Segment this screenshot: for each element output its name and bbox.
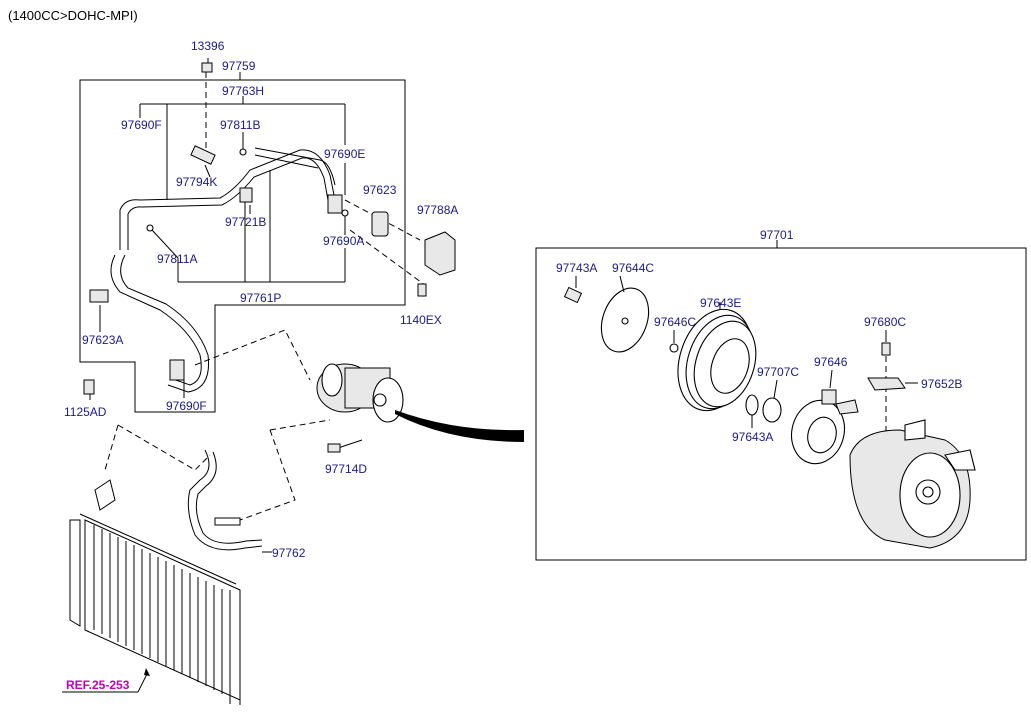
part-97646c-snapring <box>669 343 679 353</box>
label-97643e: 97643E <box>700 296 741 310</box>
compressor-body-detail <box>849 419 976 549</box>
part-97743a-bolt <box>563 286 583 304</box>
reference-link-25-253[interactable]: REF.25-253 <box>66 678 130 692</box>
part-97690f-lower-fitting <box>169 359 185 381</box>
pointer-wedge <box>395 410 524 442</box>
label-97623a: 97623A <box>82 333 123 347</box>
part-97690a-oring <box>341 209 349 217</box>
label-97690f-top: 97690F <box>121 118 162 132</box>
label-97762: 97762 <box>272 546 306 560</box>
hose-group-frame <box>79 79 406 413</box>
label-97763h: 97763H <box>222 84 264 98</box>
label-97759: 97759 <box>222 59 256 73</box>
hose-97761p <box>110 254 202 386</box>
part-97811a-oring <box>146 224 154 232</box>
part-97714d-bolt <box>327 443 341 453</box>
label-97811a: 97811A <box>157 252 197 266</box>
label-13396: 13396 <box>191 39 225 53</box>
hose-97690f-upper <box>119 149 336 250</box>
engine-spec-title: (1400CC>DOHC-MPI) <box>8 8 138 23</box>
part-97623-switch <box>371 211 389 237</box>
label-97743a: 97743A <box>556 261 597 275</box>
label-97690f-bottom: 97690F <box>166 399 207 413</box>
label-1140ex: 1140EX <box>400 313 442 327</box>
label-97721b: 97721B <box>225 215 266 229</box>
condenser <box>69 479 241 705</box>
label-97646c: 97646C <box>654 315 696 329</box>
label-97701: 97701 <box>760 228 794 242</box>
compressor-installed <box>316 363 404 423</box>
part-97623a-bracket <box>89 289 109 303</box>
label-97623: 97623 <box>363 183 397 197</box>
label-97714d: 97714D <box>325 462 367 476</box>
label-1125ad: 1125AD <box>64 405 107 419</box>
part-97646-field-coil <box>791 389 859 465</box>
part-97788a-box <box>424 231 456 276</box>
part-97794k-clip <box>190 145 216 165</box>
hose-97762 <box>187 449 263 551</box>
label-97646: 97646 <box>814 355 848 369</box>
part-97652b-bracket <box>867 377 906 391</box>
part-97811b-oring <box>239 148 247 156</box>
label-97652b: 97652B <box>921 377 962 391</box>
label-97811b: 97811B <box>220 118 260 132</box>
part-97690e-fitting <box>327 194 343 214</box>
label-97761p: 97761P <box>240 291 281 305</box>
label-97707c: 97707C <box>757 365 799 379</box>
label-97690e: 97690E <box>324 147 365 161</box>
part-97707c-snapring <box>762 397 782 423</box>
label-97680c: 97680C <box>864 315 906 329</box>
part-1125ad-bolt <box>83 379 95 395</box>
part-97643a-ring <box>745 394 759 416</box>
part-13396-nut <box>201 62 213 73</box>
compressor-detail-frame <box>535 247 1027 561</box>
label-97644c: 97644C <box>612 261 654 275</box>
label-97794k: 97794K <box>176 175 217 189</box>
part-97721b-valve <box>239 187 253 203</box>
label-97690a: 97690A <box>323 234 364 248</box>
label-97643a: 97643A <box>732 430 773 444</box>
part-97643e-pulley <box>677 308 757 412</box>
part-1140ex-bolt <box>417 283 427 297</box>
label-97788a: 97788A <box>417 203 458 217</box>
part-97680c-bolt <box>881 342 891 356</box>
